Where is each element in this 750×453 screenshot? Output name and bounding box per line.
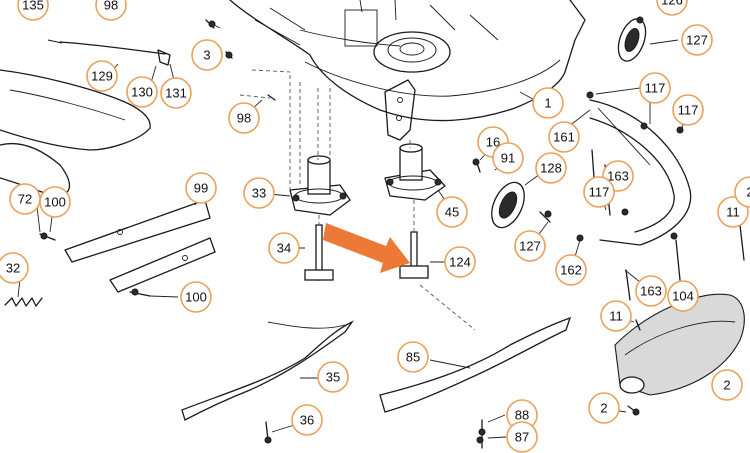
callout-128: 128 <box>535 152 567 184</box>
callout-124: 124 <box>444 246 476 278</box>
svg-text:2: 2 <box>723 378 730 393</box>
svg-text:1: 1 <box>544 96 551 111</box>
belt-guard-right <box>589 99 692 246</box>
deck-bracket-1 <box>384 79 416 141</box>
callout-11b: 11 <box>600 300 632 332</box>
svg-text:45: 45 <box>445 205 459 220</box>
svg-text:129: 129 <box>91 69 113 84</box>
callout-72: 72 <box>9 183 41 215</box>
svg-text:11: 11 <box>726 205 740 220</box>
callout-1: 1 <box>532 87 564 119</box>
callout-131: 131 <box>160 77 192 109</box>
svg-text:16: 16 <box>486 135 500 150</box>
svg-text:88: 88 <box>515 408 529 423</box>
callout-100b: 100 <box>180 281 212 313</box>
svg-text:135: 135 <box>22 0 44 13</box>
highlight-arrow <box>323 223 410 273</box>
callout-162: 162 <box>555 254 587 286</box>
callout-100: 100 <box>39 186 71 218</box>
callout-135: 135 <box>17 0 49 21</box>
deck-bracket-99 <box>64 199 216 293</box>
pulley-128 <box>491 181 525 229</box>
svg-text:34: 34 <box>277 241 291 256</box>
svg-text:117: 117 <box>678 103 699 118</box>
svg-text:124: 124 <box>449 255 471 270</box>
callout-163: 163 <box>602 160 634 192</box>
callout-117b: 117 <box>672 94 704 126</box>
svg-text:104: 104 <box>672 289 694 304</box>
blade-85 <box>379 316 572 413</box>
svg-text:127: 127 <box>519 239 541 254</box>
spindle-assembly-45 <box>384 143 446 201</box>
callout-127: 127 <box>681 24 713 56</box>
svg-text:127: 127 <box>686 33 708 48</box>
callout-32: 32 <box>0 252 29 284</box>
svg-text:163: 163 <box>640 284 662 299</box>
svg-text:33: 33 <box>252 186 266 201</box>
callout-163b: 163 <box>635 275 667 307</box>
callout-33: 33 <box>243 177 275 209</box>
spring-32 <box>4 297 43 307</box>
svg-text:2: 2 <box>746 185 750 200</box>
callout-129: 129 <box>86 60 118 92</box>
svg-text:35: 35 <box>326 370 340 385</box>
deflector-104 <box>614 293 745 396</box>
svg-text:91: 91 <box>501 151 515 166</box>
callout-87: 87 <box>506 421 538 453</box>
callout-98b: 98 <box>228 102 260 134</box>
callout-2: 2 <box>711 369 743 401</box>
svg-text:126: 126 <box>661 0 683 8</box>
callout-127b: 127 <box>514 230 546 262</box>
svg-text:130: 130 <box>131 85 153 100</box>
callout-126: 126 <box>656 0 688 16</box>
callout-85: 85 <box>397 341 429 373</box>
svg-text:32: 32 <box>6 261 20 276</box>
callout-45: 45 <box>436 196 468 228</box>
svg-text:99: 99 <box>194 181 208 196</box>
svg-text:72: 72 <box>18 192 32 207</box>
svg-text:3: 3 <box>203 48 210 63</box>
callout-98: 98 <box>95 0 127 21</box>
svg-text:117: 117 <box>589 185 610 200</box>
alignment-lines <box>239 69 476 331</box>
callout-117c: 117 <box>583 176 615 208</box>
svg-text:98: 98 <box>237 111 251 126</box>
callout-34: 34 <box>268 232 300 264</box>
svg-text:117: 117 <box>645 81 666 96</box>
callout-104: 104 <box>667 280 699 312</box>
svg-text:163: 163 <box>607 169 629 184</box>
svg-text:131: 131 <box>165 86 187 101</box>
svg-text:2: 2 <box>600 401 607 416</box>
svg-text:11: 11 <box>609 309 623 324</box>
spindle-shaft-124 <box>399 231 429 279</box>
callout-2b: 2 <box>588 392 620 424</box>
spindle-assembly-33 <box>289 155 351 216</box>
svg-text:85: 85 <box>406 350 420 365</box>
svg-text:162: 162 <box>560 263 582 278</box>
callout-2c: 2 <box>734 176 750 208</box>
callout-161: 161 <box>548 121 580 153</box>
svg-text:100: 100 <box>185 290 207 305</box>
pulley-126 <box>617 18 647 62</box>
svg-text:87: 87 <box>515 430 529 445</box>
callout-91: 91 <box>492 142 524 174</box>
blade-35 <box>181 320 354 421</box>
callout-36: 36 <box>291 404 323 436</box>
callout-3: 3 <box>191 39 223 71</box>
callout-88: 88 <box>506 399 538 431</box>
deck-housing <box>229 0 586 122</box>
svg-text:161: 161 <box>553 130 575 145</box>
callout-35: 35 <box>317 361 349 393</box>
callout-130: 130 <box>126 76 158 108</box>
svg-text:100: 100 <box>44 195 66 210</box>
callout-117: 117 <box>639 72 671 104</box>
cable-129 <box>47 39 171 66</box>
callout-99: 99 <box>185 172 217 204</box>
svg-text:36: 36 <box>300 413 314 428</box>
svg-text:98: 98 <box>104 0 118 13</box>
svg-text:128: 128 <box>540 161 562 176</box>
